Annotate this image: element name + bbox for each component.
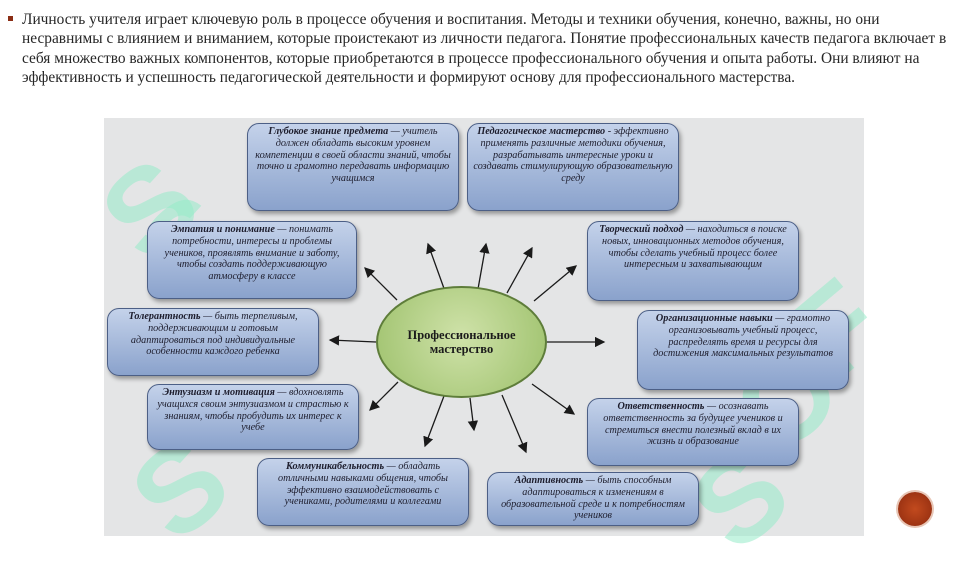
box-text: — осознавать ответственность за будущее … — [603, 401, 783, 448]
box-deep-subject-knowledge: Глубокое знание предмета — учитель долже… — [247, 123, 459, 211]
slide: Личность учителя играет ключевую роль в … — [8, 10, 947, 88]
center-label: Профессиональное мастерство — [407, 328, 516, 356]
box-text: — вдохновлять учащихся своим энтузиазмом… — [157, 387, 349, 434]
box-title: Энтузиазм и мотивация — [162, 387, 275, 398]
box-creative-approach: Творческий подход — находиться в поиске … — [587, 221, 799, 301]
box-title: Педагогическое мастерство — [477, 126, 606, 137]
box-title: Организационные навыки — [655, 313, 773, 324]
box-text: — понимать потребности, интересы и пробл… — [164, 224, 340, 283]
box-text: - эффективно применять различные методик… — [473, 126, 673, 185]
box-communication: Коммуникабельность — обладать отличными … — [257, 458, 469, 526]
box-title: Творческий подход — [599, 224, 684, 235]
box-text: — обладать отличными навыками общения, ч… — [278, 461, 448, 508]
connector-arrows — [328, 242, 606, 454]
bullet-icon — [8, 16, 13, 21]
box-tolerance: Толерантность — быть терпеливым, поддерж… — [107, 308, 319, 376]
box-text: — быть терпеливым, поддерживающим и гото… — [130, 311, 298, 358]
box-text: — грамотно организовывать учебный процес… — [653, 313, 833, 360]
next-slide-button[interactable] — [898, 492, 932, 526]
box-title: Эмпатия и понимание — [171, 224, 275, 235]
box-text: — учитель должен обладать высоким уровне… — [255, 126, 451, 185]
box-text: — находиться в поиске новых, инновационн… — [602, 224, 787, 271]
center-ellipse: Профессиональное мастерство — [376, 286, 547, 398]
box-enthusiasm: Энтузиазм и мотивация — вдохновлять учащ… — [147, 384, 359, 450]
box-title: Толерантность — [128, 311, 201, 322]
box-adaptability: Адаптивность — быть способным адаптирова… — [487, 472, 699, 526]
box-organizational-skills: Организационные навыки — грамотно органи… — [637, 310, 849, 390]
intro-paragraph: Личность учителя играет ключевую роль в … — [8, 10, 947, 88]
box-responsibility: Ответственность — осознавать ответственн… — [587, 398, 799, 466]
box-text: — быть способным адаптироваться к измене… — [501, 475, 685, 522]
box-empathy: Эмпатия и понимание — понимать потребнос… — [147, 221, 357, 299]
box-title: Глубокое знание предмета — [268, 126, 389, 137]
box-title: Ответственность — [617, 401, 705, 412]
box-pedagogical-mastery: Педагогическое мастерство - эффективно п… — [467, 123, 679, 211]
box-title: Коммуникабельность — [285, 461, 385, 472]
box-title: Адаптивность — [514, 475, 584, 486]
intro-text: Личность учителя играет ключевую роль в … — [22, 11, 947, 87]
